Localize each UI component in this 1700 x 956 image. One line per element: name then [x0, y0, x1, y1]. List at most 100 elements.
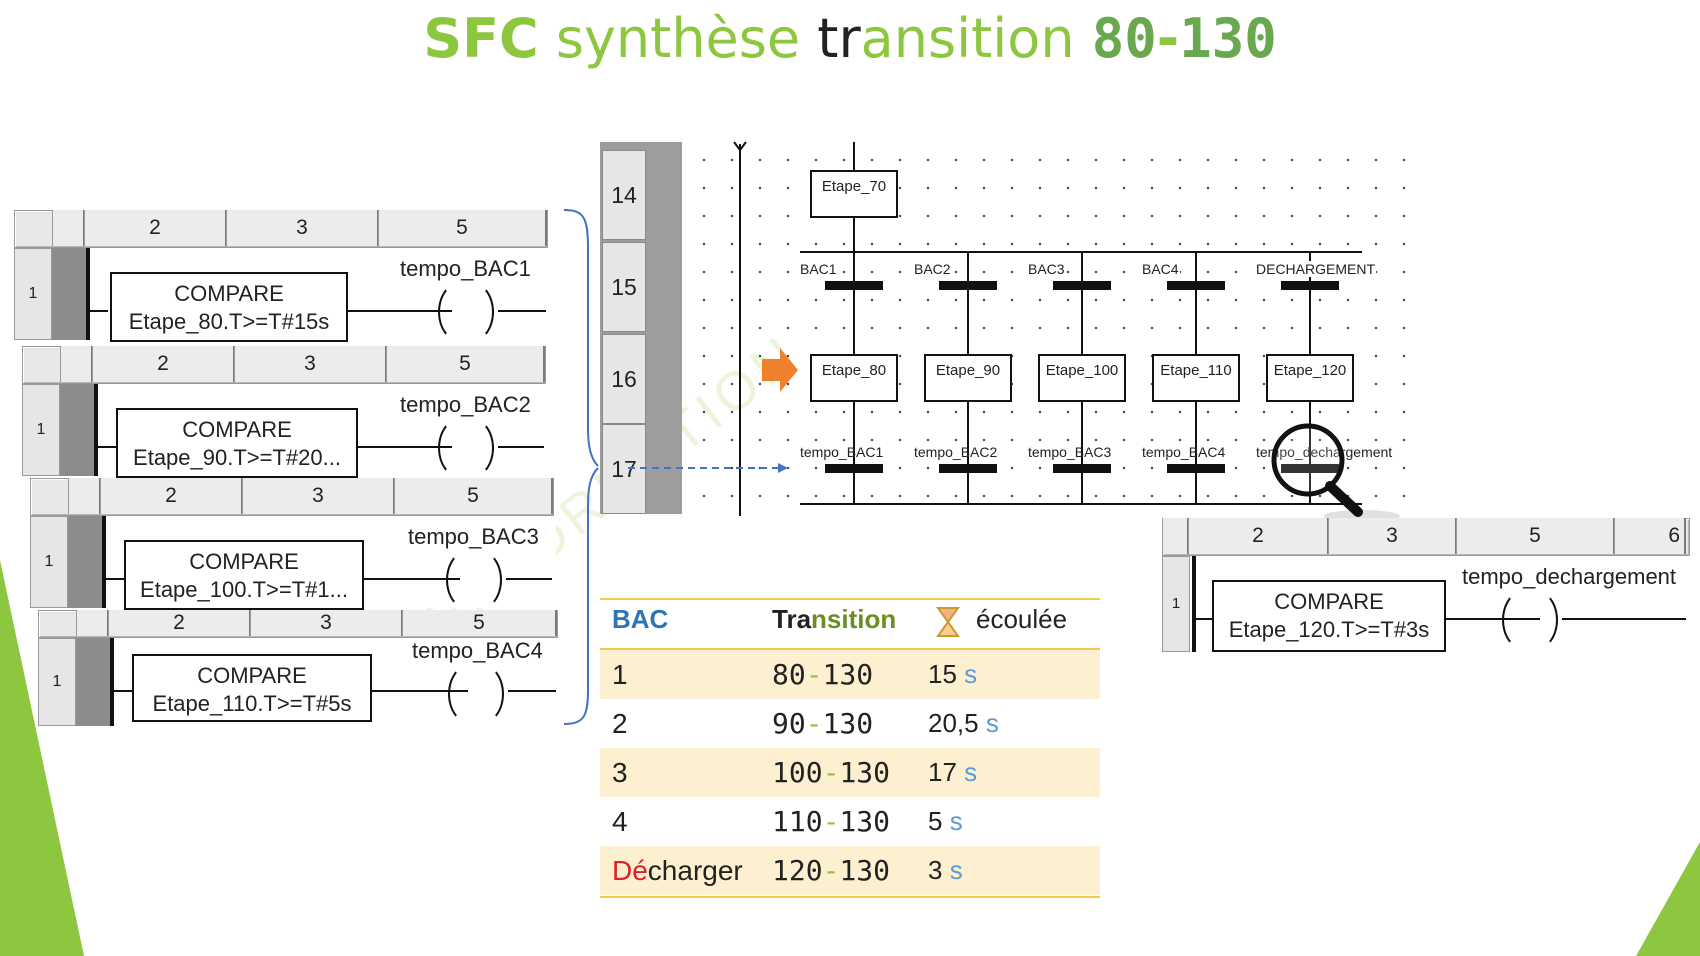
transition-label-exit: tempo_BAC4 [1142, 444, 1226, 460]
col-header-2: 2 [108, 610, 251, 636]
table-bottom-rule [600, 896, 1100, 898]
table-header-bac: BAC [612, 604, 669, 634]
col-blank [52, 210, 85, 246]
cell-transition: 110-130 [772, 797, 890, 846]
transition-from: 100 [772, 756, 823, 789]
row-number: 1 [1162, 556, 1190, 652]
row-number: 1 [22, 384, 60, 476]
compare-label: COMPARE [174, 281, 284, 306]
cell-bac: 4 [612, 806, 628, 837]
elapsed-unit: s [949, 806, 963, 836]
coil-symbol [446, 550, 502, 610]
elapsed-value: 3 [928, 855, 943, 885]
transition-from: 80 [772, 658, 806, 691]
title-dash: - [1156, 7, 1180, 70]
transition-dash: - [822, 805, 840, 838]
transition-from: 90 [772, 707, 806, 740]
power-rail [94, 384, 98, 476]
transition-from: 120 [772, 854, 823, 887]
compare-block: COMPARE Etape_110.T>=T#5s [132, 654, 372, 722]
compare-block: COMPARE Etape_100.T>=T#1... [124, 540, 364, 610]
col-header-2: 2 [92, 346, 235, 382]
transition-bar-entry [1053, 281, 1111, 290]
ladder-rung-2: 2 3 5 1 COMPARE Etape_90.T>=T#20... temp… [22, 346, 548, 478]
col-header-3: 3 [250, 610, 403, 636]
coil-label: tempo_dechargement [1462, 564, 1677, 589]
elapsed-unit: s [949, 855, 963, 885]
transition-label-exit: tempo_BAC1 [800, 444, 884, 460]
col-header-6: 6 [1614, 518, 1686, 554]
cell-transition: 80-130 [772, 650, 873, 699]
transition-label-exit: tempo_BAC2 [914, 444, 998, 460]
row-number: 1 [30, 516, 68, 608]
branch-link-upper [853, 252, 855, 354]
col-blank [60, 346, 93, 382]
cell-elapsed: 17 s [928, 748, 977, 797]
wire [348, 310, 452, 312]
elapsed-unit: s [964, 659, 978, 689]
step-box: Etape_80 [810, 354, 898, 402]
grafcet-left-rail [739, 144, 741, 516]
table-top-rule [600, 598, 1100, 600]
col-header-2: 2 [1188, 518, 1329, 554]
col-blank [68, 478, 101, 514]
table-header-elapsed: écoulée [976, 604, 1068, 634]
wire [1562, 618, 1686, 620]
elapsed-value: 20,5 [928, 708, 979, 738]
step-70: Etape_70 [810, 170, 898, 218]
grafcet-row-15: 15 [602, 242, 646, 332]
transition-bar-entry [939, 281, 997, 290]
cell-elapsed: 20,5 s [928, 699, 999, 748]
row-gutter [60, 384, 96, 476]
compare-label: COMPARE [189, 549, 299, 574]
col-header-5: 5 [394, 478, 553, 514]
coil-symbol [438, 282, 494, 342]
elapsed-unit: s [985, 708, 999, 738]
grafcet-rail-marker [733, 141, 747, 160]
dashed-link-arrow [628, 463, 788, 473]
compare-expression: Etape_80.T>=T#15s [128, 309, 330, 334]
table-header-transition: Transition [772, 604, 896, 635]
hourglass-icon [936, 607, 960, 637]
transition-bar-exit [1053, 464, 1111, 473]
transition-bar-exit [1167, 464, 1225, 473]
transition-bar-exit [939, 464, 997, 473]
wire [498, 446, 544, 448]
cell-bac-rest: charger [647, 855, 743, 886]
transition-dash: - [805, 707, 823, 740]
grafcet-row-14: 14 [602, 150, 646, 240]
col-header-3: 3 [242, 478, 395, 514]
transition-to: 130 [822, 707, 874, 740]
coil-label: tempo_BAC3 [408, 524, 539, 549]
compare-expression: Etape_90.T>=T#20... [133, 445, 341, 470]
compare-label: COMPARE [197, 663, 307, 688]
right-green-accent [1636, 842, 1700, 956]
elapsed-value: 15 [928, 659, 957, 689]
branch-link-upper [1309, 252, 1311, 354]
cell-elapsed: 15 s [928, 650, 977, 699]
transition-label-entry: DECHARGEMENT [1255, 261, 1377, 277]
step-box: Etape_90 [924, 354, 1012, 402]
brace-lower [563, 467, 599, 725]
coil-symbol [438, 418, 494, 478]
wire [358, 446, 452, 448]
power-rail [86, 248, 90, 340]
ladder-rung-3: 2 3 5 1 COMPARE Etape_100.T>=T#1... temp… [30, 478, 556, 610]
compare-block: COMPARE Etape_120.T>=T#3s [1212, 580, 1446, 652]
branch-link-lower [967, 400, 969, 504]
title-sfc: SFC [423, 7, 539, 70]
wire [106, 578, 124, 580]
header-transition-b: nsition [811, 604, 897, 634]
transition-dash: - [822, 756, 840, 789]
header-transition-a: Tra [772, 604, 812, 634]
branch-link-upper [1081, 252, 1083, 354]
col-header-2: 2 [100, 478, 243, 514]
wire [372, 690, 468, 692]
cell-elapsed: 3 s [928, 846, 963, 895]
transition-from: 110 [772, 805, 823, 838]
transition-label-exit: tempo_BAC3 [1028, 444, 1112, 460]
compare-expression: Etape_120.T>=T#3s [1228, 617, 1430, 642]
